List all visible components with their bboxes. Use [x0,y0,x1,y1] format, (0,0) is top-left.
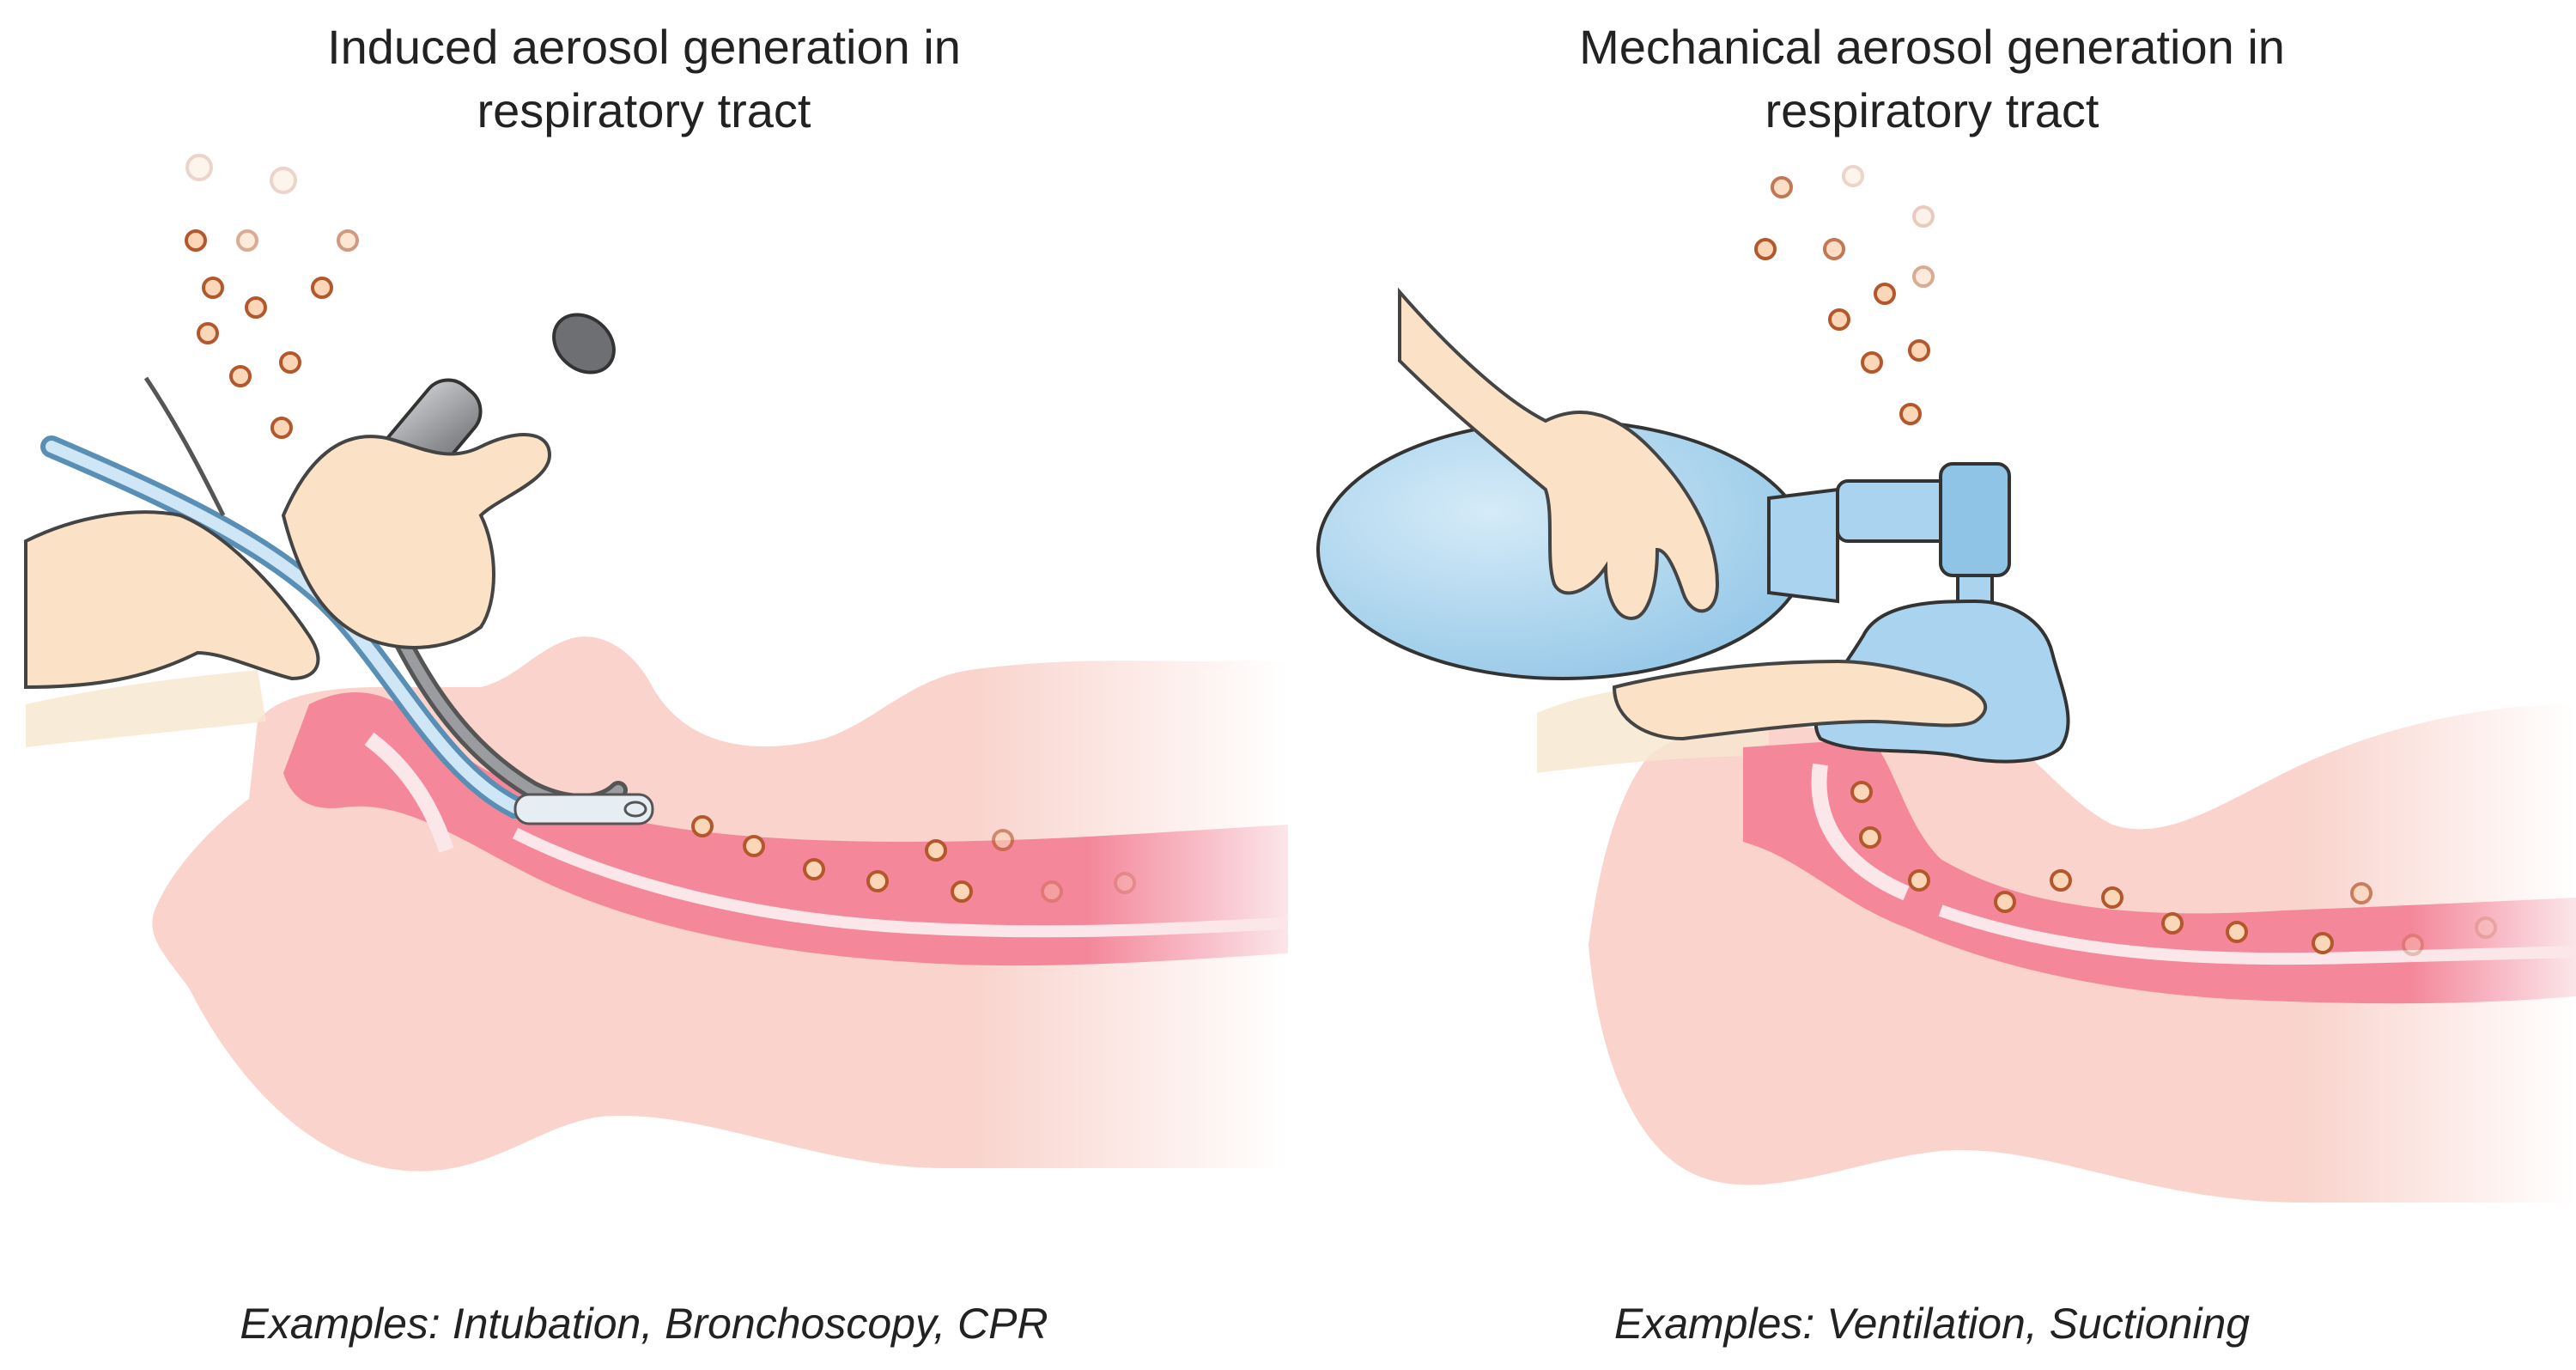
title-line-2: respiratory tract [1765,83,2099,137]
operator-hand-bottom [1612,659,1988,741]
ventilation-illustration [1316,165,2576,1203]
title-line-1: Induced aerosol generation in [327,20,961,74]
panel-induced: Induced aerosol generation in respirator… [0,15,1288,1348]
examples-caption: Examples: Ventilation, Suctioning [1613,1300,2251,1348]
operator-hand-top [1398,287,1720,621]
operator-hand-right [281,433,552,649]
title-line-2: respiratory tract [477,83,811,137]
panel-mechanical: Mechanical aerosol generation in respira… [1288,0,2576,1370]
aerosol-particles [185,154,1136,903]
aerosol-particles [1754,165,2497,956]
airway-tract [283,692,1288,966]
examples-caption: Examples: Intubation, Bronchoscopy, CPR [240,1300,1048,1348]
panel-title: Induced aerosol generation in respirator… [0,15,1288,143]
title-line-1: Mechanical aerosol generation in [1579,20,2285,74]
panel-title: Mechanical aerosol generation in respira… [1288,15,2576,143]
intubation-illustration [24,154,1288,1172]
operator-hand-left [24,510,320,690]
airway-tract [1743,739,2576,1004]
